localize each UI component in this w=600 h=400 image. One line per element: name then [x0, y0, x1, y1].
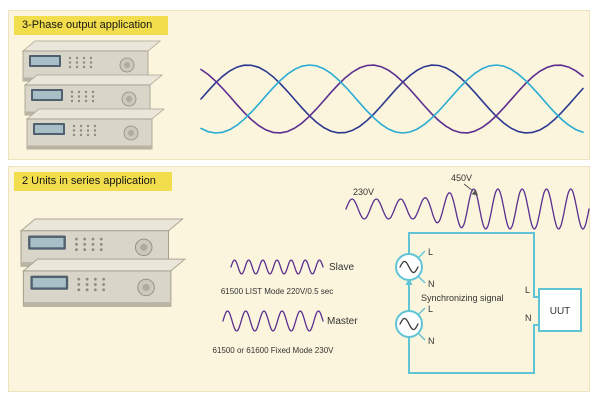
- master-terminal-n-label: N: [428, 336, 435, 346]
- uut-terminal-l-label: L: [525, 285, 530, 295]
- uut-terminal-n-label: N: [525, 313, 532, 323]
- master-waveform: [222, 310, 324, 332]
- slave-terminal-n-label: N: [428, 279, 435, 289]
- three-phase-wave-1: [200, 64, 584, 134]
- three-phase-header: 3-Phase output application: [14, 16, 169, 35]
- label-450v: 450V: [451, 173, 472, 183]
- master-label: Master: [327, 316, 358, 327]
- psu-stack-2: [20, 218, 186, 307]
- 450v-arrowhead-icon: [471, 189, 478, 196]
- label-230v: 230V: [353, 187, 374, 197]
- uut-box: [538, 288, 582, 332]
- slave-terminal-l-label: L: [428, 247, 433, 257]
- master-terminal-l-label: L: [428, 304, 433, 314]
- slave-caption: 61500 LIST Mode 220V/0.5 sec: [221, 287, 333, 296]
- sync-arrow-icon: [405, 278, 413, 285]
- psu-unit: [22, 258, 186, 307]
- slave-sine-glyph-icon: [399, 260, 419, 274]
- psu-unit: [26, 108, 165, 150]
- circuit-wire-live: [408, 232, 539, 298]
- uut-label: UUT: [550, 306, 571, 317]
- 450v-arrow-icon: [463, 183, 474, 192]
- circuit-wire-neutral: [408, 324, 539, 374]
- series-output-waveform: [345, 188, 590, 230]
- series-panel: 2 Units in series application 230V 450V …: [8, 166, 590, 392]
- slave-waveform: [230, 259, 324, 275]
- three-phase-wave-3: [200, 64, 584, 134]
- three-phase-panel: 3-Phase output application: [8, 10, 590, 160]
- three-phase-wave-2: [200, 64, 584, 134]
- slave-label: Slave: [329, 262, 354, 273]
- three-phase-graphics: [22, 40, 584, 150]
- master-caption: 61500 or 61600 Fixed Mode 230V: [213, 346, 335, 355]
- sync-signal-label: Synchronizing signal: [421, 293, 504, 303]
- series-circuit: L N L N Synchronizing signal L N UUT: [395, 232, 582, 374]
- terminal-stubs-icon: [417, 250, 426, 341]
- series-graphics: 230V 450V Slave 61500 LIST Mode 220V/0.5…: [20, 173, 590, 374]
- series-header: 2 Units in series application: [14, 172, 172, 191]
- psu-stack-3: [22, 40, 165, 150]
- master-sine-glyph-icon: [399, 317, 419, 331]
